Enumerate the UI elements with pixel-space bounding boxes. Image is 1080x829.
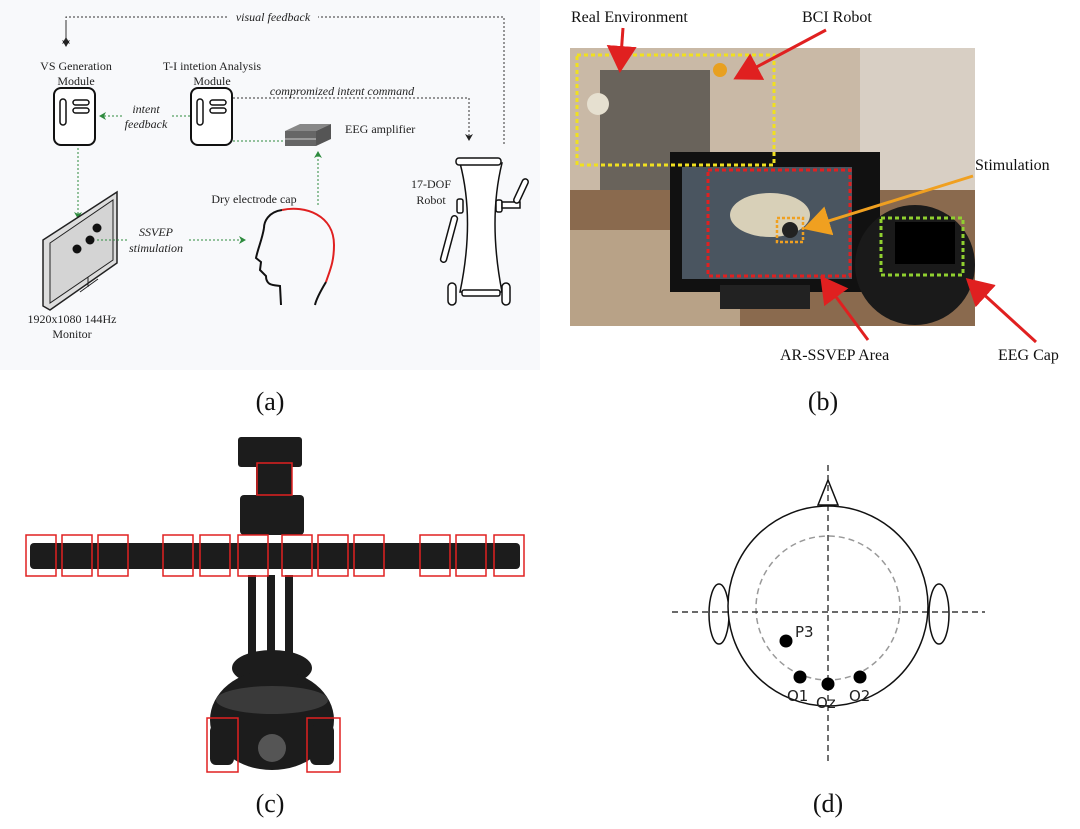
eeg-amplifier-label: EEG amplifier xyxy=(345,122,415,136)
visual-feedback-label: visual feedback xyxy=(236,10,311,24)
ti-module-label-1: T-I intetion Analysis xyxy=(163,59,262,73)
head-icon xyxy=(254,207,336,306)
panel-a: visual feedback VS Generation Module T-I… xyxy=(0,0,540,370)
ti-module-label-2: Module xyxy=(193,74,230,88)
ti-module-icon xyxy=(190,87,233,146)
caption-a: (a) xyxy=(256,387,285,416)
panel-c-joint-boxes xyxy=(25,462,525,773)
robot-icon xyxy=(439,157,529,306)
ssvep-label-2: stimulation xyxy=(129,241,183,255)
ssvep-label-1: SSVEP xyxy=(139,225,174,239)
vs-module-label-1: VS Generation xyxy=(40,59,112,73)
electrode-label-oz: Oz xyxy=(816,694,836,712)
electrode-label-o2: O2 xyxy=(849,687,870,705)
robot-label-1: 17-DOF xyxy=(411,177,451,191)
eeg-amplifier-icon xyxy=(285,124,331,146)
caption-b: (b) xyxy=(808,387,838,416)
panel-d-electrode-map: P3 O1 Oz O2 xyxy=(672,465,985,765)
panel-b-photo xyxy=(570,48,975,326)
electrode-label-p3: P3 xyxy=(795,623,814,641)
eeg-cap-label: EEG Cap xyxy=(998,347,1059,364)
dry-cap-label: Dry electrode cap xyxy=(211,192,296,206)
compromized-command-label: compromized intent command xyxy=(270,84,415,98)
bci-robot-label: BCI Robot xyxy=(802,9,872,26)
vs-module-label-2: Module xyxy=(57,74,94,88)
electrode-p3 xyxy=(779,634,793,648)
panel-c-robot xyxy=(30,437,520,770)
ar-ssvep-label: AR-SSVEP Area xyxy=(780,347,889,364)
intent-feedback-label-2: feedback xyxy=(125,117,168,131)
vs-module-icon xyxy=(53,87,96,146)
caption-d: (d) xyxy=(813,789,843,818)
electrode-label-o1: O1 xyxy=(787,687,808,705)
real-environment-label: Real Environment xyxy=(571,9,688,26)
electrode-o2 xyxy=(853,670,867,684)
monitor-label-1: 1920x1080 144Hz xyxy=(28,312,117,326)
electrode-oz xyxy=(821,677,835,691)
caption-c: (c) xyxy=(256,789,285,818)
electrode-o1 xyxy=(793,670,807,684)
monitor-label-2: Monitor xyxy=(52,327,91,341)
monitor-icon xyxy=(42,190,118,311)
stimulation-label: Stimulation xyxy=(975,157,1050,174)
robot-label-2: Robot xyxy=(416,193,446,207)
intent-feedback-label-1: intent xyxy=(132,102,160,116)
